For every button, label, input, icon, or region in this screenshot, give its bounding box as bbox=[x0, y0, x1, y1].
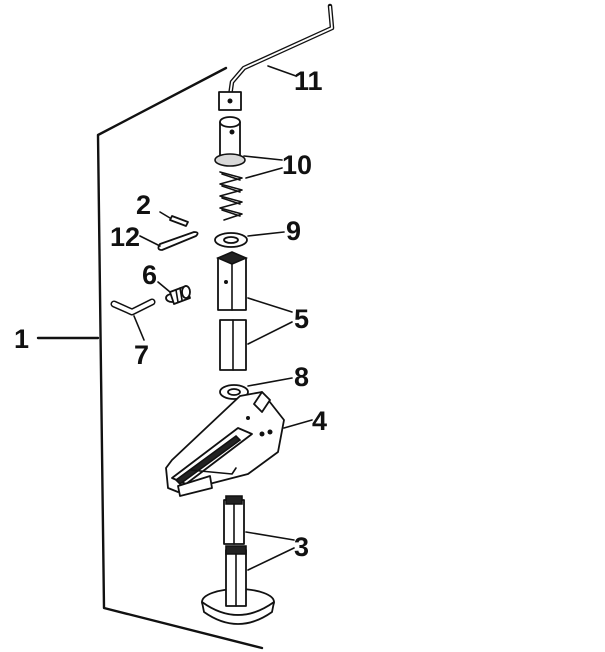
square-tube-lower bbox=[219, 319, 293, 371]
foot-plate bbox=[201, 545, 295, 625]
assembly-bracket bbox=[36, 66, 264, 650]
spring-plunger-6 bbox=[157, 281, 191, 305]
callout-12: 12 bbox=[110, 222, 140, 252]
spring bbox=[219, 155, 283, 221]
cotter-pin-12 bbox=[139, 231, 199, 251]
callout-2: 2 bbox=[136, 190, 151, 220]
callout-9: 9 bbox=[286, 216, 301, 246]
pin-2 bbox=[159, 211, 189, 227]
jack-housing bbox=[165, 391, 313, 497]
crank-handle bbox=[218, 3, 335, 111]
l-pin-7 bbox=[110, 298, 156, 341]
callout-3: 3 bbox=[294, 532, 309, 562]
square-tube-upper bbox=[215, 251, 293, 313]
callout-10: 10 bbox=[282, 150, 312, 180]
washer-9 bbox=[214, 231, 285, 248]
crank-shaft bbox=[214, 116, 246, 167]
foot-tube-upper bbox=[223, 495, 295, 545]
callout-11: 11 bbox=[294, 66, 323, 96]
callout-5: 5 bbox=[294, 304, 309, 334]
callout-8: 8 bbox=[294, 362, 309, 392]
callout-1: 1 bbox=[14, 324, 29, 354]
callout-6: 6 bbox=[142, 260, 157, 290]
callout-4: 4 bbox=[312, 406, 327, 436]
callout-7: 7 bbox=[134, 340, 149, 370]
